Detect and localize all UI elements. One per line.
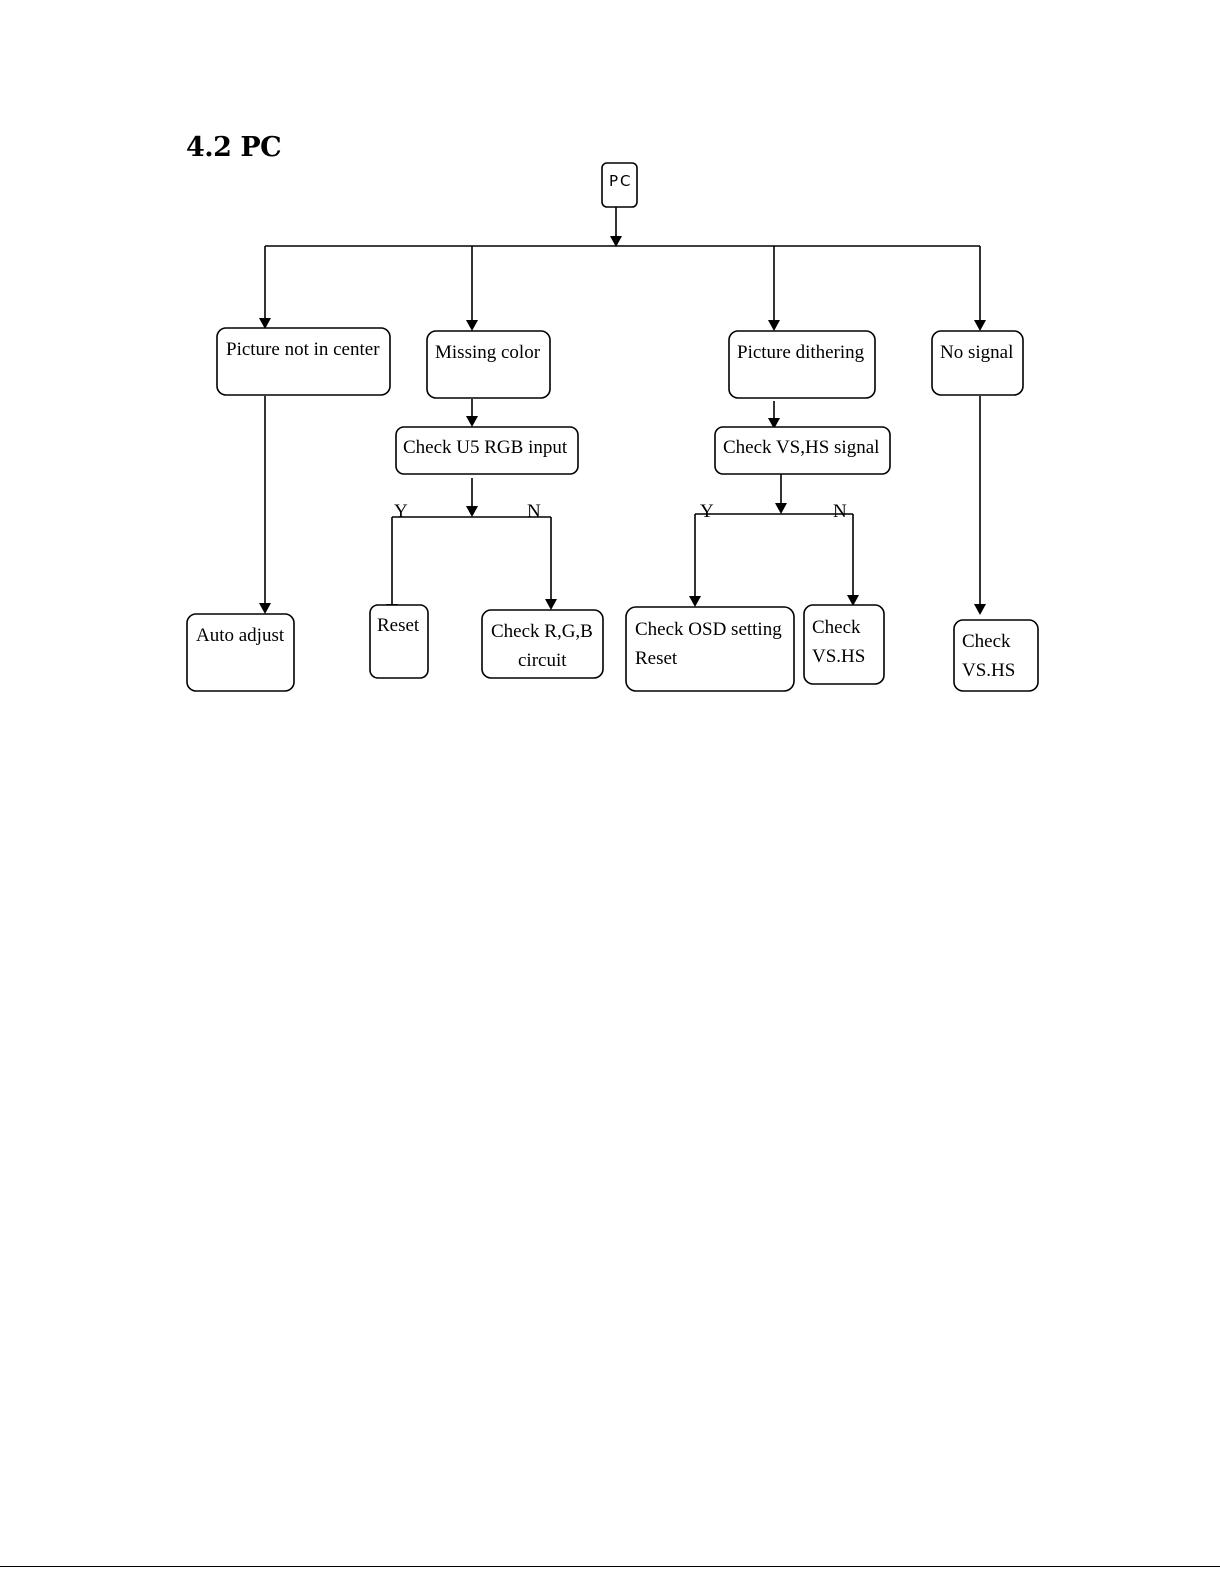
node-label: Picture dithering bbox=[737, 342, 865, 363]
node-label: Picture not in center bbox=[226, 339, 380, 360]
arrow-to-check-vshs-2 bbox=[974, 604, 986, 615]
node-missing-color: Missing color bbox=[427, 331, 550, 398]
node-auto-adjust: Auto adjust bbox=[187, 614, 294, 691]
branch-label-no-vshs: N bbox=[833, 501, 847, 522]
branch-label-yes-vshs: Y bbox=[700, 501, 714, 522]
arrow-check-vshs-to-split bbox=[775, 503, 787, 514]
node-check-osd-setting-reset: Check OSD setting Reset bbox=[626, 607, 794, 691]
connector-lines bbox=[259, 207, 986, 615]
node-label: PC bbox=[609, 172, 633, 190]
node-label: Check U5 RGB input bbox=[403, 437, 568, 458]
node-label-line-1: Check OSD setting bbox=[635, 619, 782, 640]
branch-label-no-u5: N bbox=[527, 501, 541, 522]
arrow-check-u5-to-split bbox=[466, 506, 478, 517]
node-check-vs-hs-signal: Check VS,HS signal bbox=[715, 427, 890, 474]
arrow-to-no-signal bbox=[974, 320, 986, 331]
arrow-to-auto-adjust bbox=[259, 603, 271, 614]
node-pc-root: PC bbox=[602, 163, 637, 207]
arrow-to-missing-color bbox=[466, 320, 478, 331]
node-label: Check VS,HS signal bbox=[723, 437, 879, 458]
node-reset: Reset bbox=[370, 605, 428, 678]
branch-label-yes-u5: Y bbox=[394, 501, 408, 522]
node-label-line-2: VS.HS bbox=[812, 646, 865, 667]
node-label-line-2: VS.HS bbox=[962, 660, 1015, 681]
node-label: Missing color bbox=[435, 342, 541, 363]
node-label-line-1: Check bbox=[812, 617, 861, 638]
node-label-line-1: Check R,G,B bbox=[491, 621, 593, 642]
node-box bbox=[932, 331, 1023, 395]
node-label: No signal bbox=[940, 342, 1013, 363]
node-check-vs-hs-1: Check VS.HS bbox=[804, 605, 884, 684]
arrow-to-check-u5 bbox=[466, 416, 478, 427]
node-label: Reset bbox=[377, 615, 420, 636]
node-check-vs-hs-2: Check VS.HS bbox=[954, 620, 1038, 691]
page-bottom-rule bbox=[0, 1566, 1220, 1567]
node-label: Auto adjust bbox=[196, 625, 285, 646]
arrow-to-check-rgb bbox=[545, 599, 557, 610]
node-label-line-2: Reset bbox=[635, 648, 678, 669]
node-no-signal: No signal bbox=[932, 331, 1023, 395]
arrow-to-check-osd bbox=[689, 596, 701, 607]
node-label-line-1: Check bbox=[962, 631, 1011, 652]
node-check-rgb-circuit: Check R,G,B circuit bbox=[482, 610, 603, 678]
node-label-line-2: circuit bbox=[518, 650, 567, 671]
node-picture-dithering: Picture dithering bbox=[729, 331, 875, 398]
arrow-to-picture-dithering bbox=[768, 320, 780, 331]
node-picture-not-in-center: Picture not in center bbox=[217, 328, 390, 395]
node-check-u5-rgb-input: Check U5 RGB input bbox=[396, 427, 578, 474]
